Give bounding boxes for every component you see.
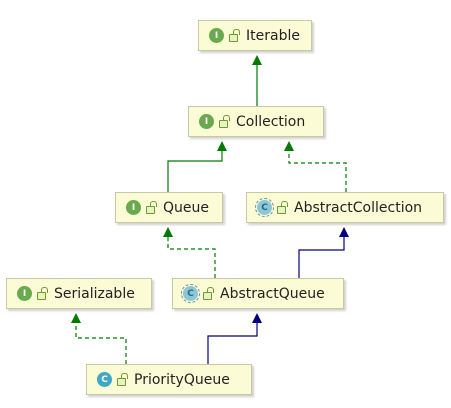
node-label: PriorityQueue [134, 371, 230, 388]
edge-abstract-queue-to-abstract-collection [298, 230, 345, 278]
arrowhead-collection-to-iterable [252, 55, 262, 65]
abstract-class-badge-icon: C [255, 198, 274, 217]
arrowhead-abstract-collection-to-collection [284, 141, 294, 151]
node-label: Collection [236, 113, 306, 130]
node-label: AbstractQueue [220, 285, 325, 302]
interface-badge-icon: I [199, 114, 214, 129]
lock-icon [146, 200, 157, 214]
class-badge-icon: C [97, 372, 112, 387]
node-priority-queue[interactable]: C PriorityQueue [86, 364, 252, 395]
node-label: Queue [163, 199, 209, 216]
edge-abstract-queue-to-queue [167, 230, 216, 278]
arrowhead-priority-queue-to-serializable [71, 313, 81, 323]
arrowhead-queue-to-collection [217, 141, 227, 151]
arrowhead-priority-queue-to-abstract-queue [252, 313, 262, 323]
arrowhead-abstract-queue-to-queue [163, 227, 173, 237]
edge-queue-to-collection [167, 144, 223, 192]
edge-priority-queue-to-abstract-queue [207, 316, 258, 364]
arrowhead-abstract-queue-to-abstract-collection [339, 227, 349, 237]
node-queue[interactable]: I Queue [115, 192, 223, 223]
lock-icon [37, 286, 48, 300]
edge-priority-queue-to-serializable [75, 316, 127, 364]
edge-abstract-collection-to-collection [288, 144, 347, 192]
interface-badge-icon: I [126, 200, 141, 215]
lock-icon [219, 114, 230, 128]
lock-icon [203, 286, 214, 300]
node-collection[interactable]: I Collection [188, 106, 324, 137]
node-abstract-queue[interactable]: C AbstractQueue [172, 278, 344, 309]
lock-icon [117, 372, 128, 386]
lock-icon [229, 28, 240, 42]
node-label: Iterable [246, 27, 300, 44]
node-label: AbstractCollection [294, 199, 423, 216]
node-serializable[interactable]: I Serializable [6, 278, 152, 309]
abstract-class-badge-icon: C [181, 284, 200, 303]
lock-icon [277, 200, 288, 214]
node-abstract-collection[interactable]: C AbstractCollection [246, 192, 444, 223]
interface-badge-icon: I [209, 28, 224, 43]
node-label: Serializable [54, 285, 135, 302]
interface-badge-icon: I [17, 286, 32, 301]
node-iterable[interactable]: I Iterable [198, 20, 312, 51]
